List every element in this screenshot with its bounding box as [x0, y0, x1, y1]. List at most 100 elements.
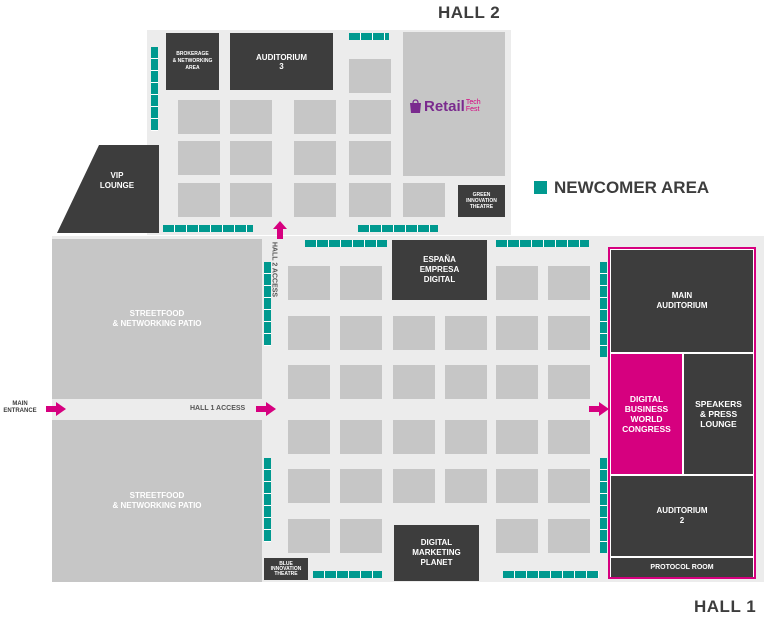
booth[interactable] — [445, 420, 487, 454]
vip-lounge-label: VIP LOUNGE — [99, 171, 135, 190]
booth[interactable] — [496, 519, 538, 553]
vip-lounge[interactable]: VIP LOUNGE — [57, 145, 159, 233]
booth[interactable] — [288, 469, 330, 503]
hall2-access-arrow-icon — [273, 221, 287, 239]
logo-tech-text: Tech — [465, 99, 481, 106]
booth[interactable] — [340, 469, 382, 503]
espana-label: ESPAÑA EMPRESA DIGITAL — [419, 255, 460, 284]
booth[interactable] — [288, 266, 330, 300]
newcomer-booths-hall1-left-bottom[interactable] — [264, 458, 271, 542]
auditorium-2-label: AUDITORIUM 2 — [656, 506, 708, 525]
booth[interactable] — [288, 365, 330, 399]
auditorium-3-label: AUDITORIUM 3 — [256, 52, 307, 71]
booth[interactable] — [496, 420, 538, 454]
shopping-bag-icon — [410, 98, 421, 113]
booth[interactable] — [548, 316, 590, 350]
booth[interactable] — [288, 316, 330, 350]
auditorium-3[interactable]: AUDITORIUM 3 — [230, 33, 333, 90]
streetfood-patio-bottom[interactable]: STREETFOOD & NETWORKING PATIO — [52, 420, 262, 582]
booth[interactable] — [445, 316, 487, 350]
blue-theatre-label: BLUE INNOVATION THEATRE — [270, 560, 302, 577]
green-innovation-theatre[interactable]: GREEN INNOVATION THEATRE — [458, 185, 505, 217]
booth[interactable] — [349, 183, 391, 217]
dbwc-label: DIGITAL BUSINESS WORLD CONGRESS — [622, 394, 671, 434]
digital-business-world-congress[interactable]: DIGITAL BUSINESS WORLD CONGRESS — [611, 354, 682, 474]
booth[interactable] — [294, 183, 336, 217]
booth[interactable] — [230, 100, 272, 134]
newcomer-legend-swatch — [534, 181, 547, 194]
booth[interactable] — [340, 266, 382, 300]
booth[interactable] — [496, 316, 538, 350]
newcomer-booths-hall1-bottom-right[interactable] — [503, 571, 599, 578]
main-auditorium-label: MAIN AUDITORIUM — [656, 291, 708, 310]
booth[interactable] — [349, 100, 391, 134]
booth[interactable] — [548, 365, 590, 399]
main-auditorium[interactable]: MAIN AUDITORIUM — [611, 250, 753, 352]
main-entrance-arrow-icon — [46, 402, 66, 416]
booth[interactable] — [496, 469, 538, 503]
newcomer-booths-hall2-bottom-right[interactable] — [358, 225, 438, 232]
booth[interactable] — [178, 100, 220, 134]
newcomer-booths-hall1-top-left[interactable] — [305, 240, 387, 247]
booth[interactable] — [349, 141, 391, 175]
hall1-title: HALL 1 — [694, 597, 757, 616]
booth[interactable] — [288, 519, 330, 553]
streetfood-bottom-label: STREETFOOD & NETWORKING PATIO — [112, 491, 202, 510]
green-theatre-label: GREEN INNOVATION THEATRE — [466, 192, 497, 210]
newcomer-booths-hall2-top[interactable] — [349, 33, 389, 40]
booth[interactable] — [340, 365, 382, 399]
booth[interactable] — [445, 469, 487, 503]
newcomer-legend-label: NEWCOMER AREA — [554, 178, 710, 197]
digital-marketing-planet[interactable]: DIGITAL MARKETING PLANET — [394, 525, 479, 581]
booth[interactable] — [230, 141, 272, 175]
streetfood-patio-top[interactable]: STREETFOOD & NETWORKING PATIO — [52, 239, 262, 399]
newcomer-booths-hall1-top-right[interactable] — [496, 240, 589, 247]
auditorium-2[interactable]: AUDITORIUM 2 — [611, 476, 753, 556]
protocol-room[interactable]: PROTOCOL ROOM — [611, 558, 753, 577]
logo-fest-text: Fest — [465, 106, 480, 113]
espana-empresa-digital[interactable]: ESPAÑA EMPRESA DIGITAL — [392, 240, 487, 300]
booth[interactable] — [496, 365, 538, 399]
booth[interactable] — [393, 469, 435, 503]
newcomer-booths-hall1-right-top[interactable] — [600, 262, 607, 357]
booth[interactable] — [393, 420, 435, 454]
booth[interactable] — [178, 141, 220, 175]
brokerage-networking-area[interactable]: BROKERAGE & NETWORKING AREA — [166, 33, 219, 90]
hall1-access-arrow-icon — [256, 402, 276, 416]
booth[interactable] — [230, 183, 272, 217]
hall2-title: HALL 2 — [438, 3, 501, 22]
booth[interactable] — [548, 420, 590, 454]
booth[interactable] — [548, 469, 590, 503]
booth[interactable] — [548, 519, 590, 553]
dbwc-entrance-arrow-icon — [589, 402, 609, 416]
newcomer-booths-hall2-bottom-left[interactable] — [163, 225, 253, 232]
vip-lounge-shape — [57, 145, 159, 233]
blue-innovation-theatre[interactable]: BLUE INNOVATION THEATRE — [264, 558, 308, 580]
newcomer-booths-hall2-left[interactable] — [151, 47, 158, 131]
hall1-access-label: HALL 1 ACCESS — [190, 405, 246, 412]
speakers-press-lounge[interactable]: SPEAKERS & PRESS LOUNGE — [684, 354, 753, 474]
hall2-access-label: HALL 2 ACCESS — [270, 241, 278, 298]
booth[interactable] — [178, 183, 220, 217]
brokerage-label: BROKERAGE & NETWORKING AREA — [172, 51, 213, 71]
booth[interactable] — [340, 420, 382, 454]
booth[interactable] — [496, 266, 538, 300]
booth[interactable] — [403, 183, 445, 217]
newcomer-booths-hall1-bottom-left[interactable] — [313, 571, 382, 578]
booth[interactable] — [340, 316, 382, 350]
booth[interactable] — [445, 365, 487, 399]
booth[interactable] — [294, 100, 336, 134]
logo-retail-text: Retail — [424, 97, 465, 115]
booth[interactable] — [349, 59, 391, 93]
booth[interactable] — [288, 420, 330, 454]
booth[interactable] — [393, 365, 435, 399]
logo-techfest: Tech Fest — [466, 99, 481, 113]
newcomer-booths-hall1-left-top[interactable] — [264, 262, 271, 346]
booth[interactable] — [393, 316, 435, 350]
booth[interactable] — [548, 266, 590, 300]
booth[interactable] — [294, 141, 336, 175]
digital-marketing-label: DIGITAL MARKETING PLANET — [412, 538, 461, 567]
speakers-lounge-label: SPEAKERS & PRESS LOUNGE — [695, 399, 742, 429]
booth[interactable] — [340, 519, 382, 553]
newcomer-booths-hall1-right-bottom[interactable] — [600, 458, 607, 553]
